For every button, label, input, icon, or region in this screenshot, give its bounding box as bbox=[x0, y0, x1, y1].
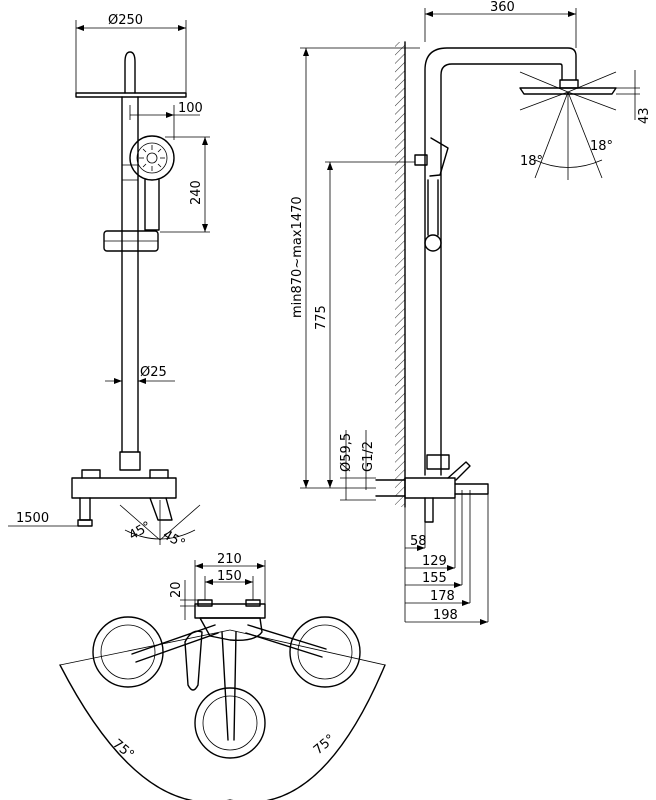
dim-150: 150 bbox=[217, 569, 242, 584]
dim-handshower-offset: 100 bbox=[178, 101, 203, 116]
dim-arm-length: 360 bbox=[490, 0, 515, 15]
supply-connection bbox=[375, 479, 406, 497]
connector-left bbox=[197, 599, 213, 607]
riser-arm bbox=[424, 47, 577, 476]
hand-shower-face bbox=[136, 142, 168, 174]
dim-head-height: 43 bbox=[637, 107, 652, 124]
wall-connectors bbox=[81, 469, 169, 479]
dim-total-height: min870~max1470 bbox=[290, 196, 305, 318]
hand-shower-head bbox=[129, 135, 175, 181]
rain-head-ball bbox=[559, 79, 579, 89]
mixer-body bbox=[71, 477, 177, 499]
spout-ring-center bbox=[194, 687, 266, 759]
side-view: 360 43 18° 18° min870~max1470 775 Ø59,5 … bbox=[290, 0, 652, 625]
wall-hatch bbox=[395, 42, 405, 507]
dim-210: 210 bbox=[217, 552, 242, 567]
connector-right bbox=[245, 599, 261, 607]
wall-bracket bbox=[414, 154, 428, 166]
outlet-side bbox=[424, 497, 434, 523]
spout-ring-right bbox=[289, 616, 361, 688]
spout-side bbox=[454, 483, 489, 495]
hand-shower-side bbox=[429, 137, 449, 177]
rain-head-connector bbox=[124, 51, 136, 94]
rain-head-side bbox=[519, 87, 617, 95]
depth-dimensions bbox=[404, 490, 489, 625]
spout-front bbox=[79, 497, 91, 521]
slide-knob bbox=[424, 234, 442, 252]
spout-outlet bbox=[77, 519, 93, 527]
mixer-lever bbox=[149, 497, 173, 521]
lever-top bbox=[184, 630, 203, 691]
hand-shower-handle bbox=[144, 179, 160, 231]
riser-pipe bbox=[121, 96, 139, 453]
dim-129: 129 bbox=[422, 554, 447, 569]
top-view: 210 150 20 75° 75° bbox=[59, 552, 386, 800]
mixer-top bbox=[199, 617, 263, 642]
handle-side bbox=[427, 179, 439, 236]
spout-arm-center bbox=[221, 631, 237, 741]
dim-775: 775 bbox=[314, 305, 329, 330]
dim-20: 20 bbox=[169, 581, 184, 598]
dim-head-diameter: Ø250 bbox=[108, 13, 143, 28]
angle-45-left: 45° bbox=[127, 519, 154, 544]
tilt-arc bbox=[534, 159, 603, 168]
angle-18-left: 18° bbox=[520, 154, 543, 169]
hand-shower-center bbox=[146, 152, 158, 164]
dim-155: 155 bbox=[422, 571, 447, 586]
spout-arm-right bbox=[245, 624, 327, 658]
lever-side bbox=[447, 461, 471, 481]
spout-arm-left bbox=[131, 624, 219, 663]
pipe-joint bbox=[122, 164, 138, 181]
spout-ring-left bbox=[92, 616, 164, 688]
swing-arc bbox=[59, 664, 386, 800]
hand-shower-nozzles bbox=[139, 145, 165, 171]
angle-75-left: 75° bbox=[109, 737, 136, 763]
dim-58: 58 bbox=[410, 534, 427, 549]
rain-head-plate bbox=[75, 92, 187, 98]
angle-45-right: 45° bbox=[160, 527, 187, 552]
dim-1500: 1500 bbox=[16, 511, 49, 526]
dim-thread: G1/2 bbox=[361, 441, 376, 472]
diverter bbox=[119, 451, 141, 471]
dim-198: 198 bbox=[433, 608, 458, 623]
diverter-side bbox=[426, 454, 450, 470]
dim-handshower-height: 240 bbox=[189, 180, 204, 205]
dim-pipe-diameter: Ø25 bbox=[140, 365, 167, 380]
dim-escutcheon: Ø59,5 bbox=[339, 433, 354, 472]
front-view: Ø250 100 240 Ø25 1500 45° 45° bbox=[8, 13, 210, 552]
mixer-side bbox=[404, 477, 456, 499]
angle-18-right: 18° bbox=[590, 139, 613, 154]
dim-178: 178 bbox=[430, 589, 455, 604]
